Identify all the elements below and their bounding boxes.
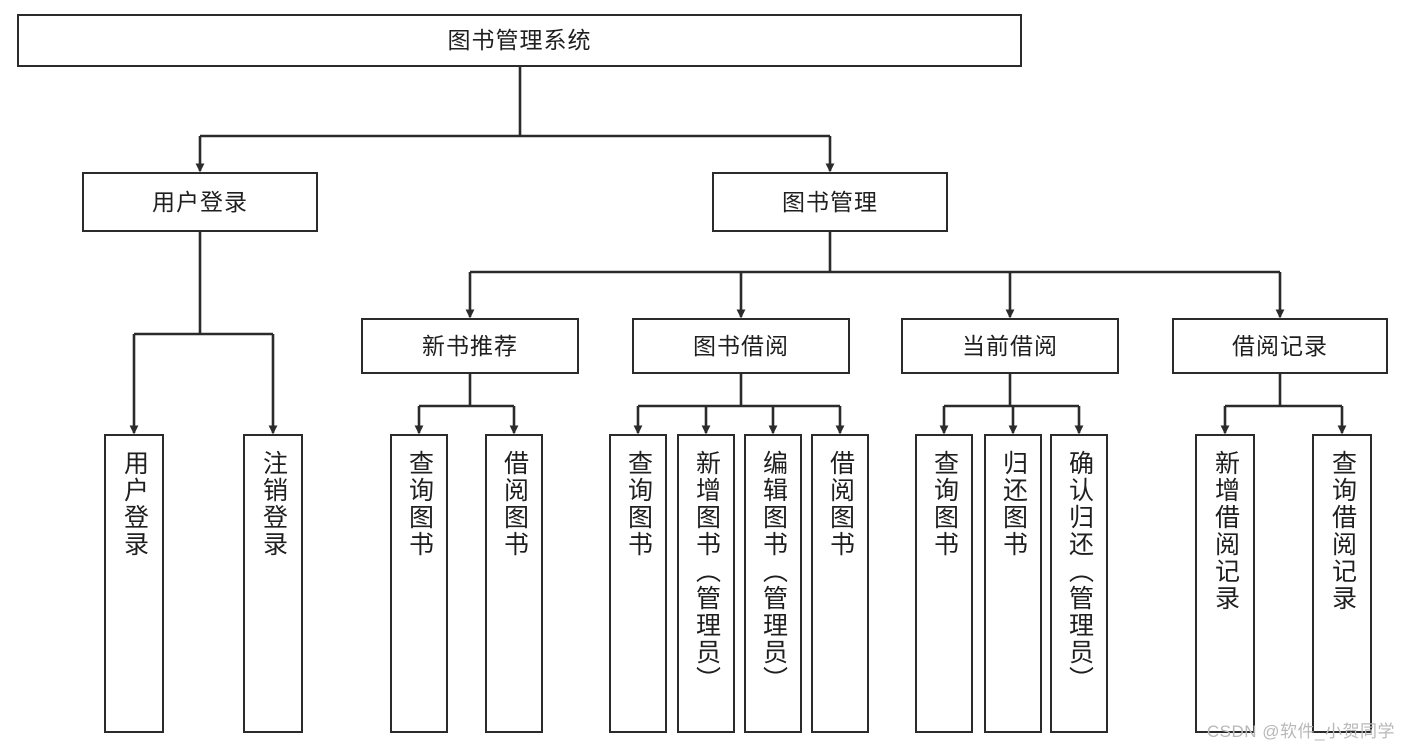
node-label: 注销登录 — [259, 450, 288, 558]
node-l3-cu-confirm[interactable]: 确认归还（管理员） — [1050, 434, 1108, 733]
node-l3-cu-return[interactable]: 归还图书 — [984, 434, 1042, 733]
node-l3-bo-borrow[interactable]: 借阅图书 — [811, 434, 869, 733]
node-l3-bo-query[interactable]: 查询图书 — [609, 434, 667, 733]
node-l3-bo-edit[interactable]: 编辑图书（管理员） — [744, 434, 802, 733]
node-l3-bo-add[interactable]: 新增图书（管理员） — [677, 434, 735, 733]
node-l1-login[interactable]: 用户登录 — [82, 172, 318, 232]
node-label: 图书借阅 — [693, 332, 789, 359]
node-l3-re-add[interactable]: 新增借阅记录 — [1195, 434, 1255, 733]
node-l2-current[interactable]: 当前借阅 — [901, 318, 1119, 374]
node-l3-re-query[interactable]: 查询借阅记录 — [1312, 434, 1372, 733]
node-label: 图书管理系统 — [447, 27, 592, 54]
node-label: 查询借阅记录 — [1328, 450, 1357, 612]
node-label: 查询图书 — [624, 450, 653, 558]
node-label: 查询图书 — [930, 450, 959, 558]
node-label: 编辑图书（管理员） — [759, 450, 788, 693]
node-label: 新增借阅记录 — [1211, 450, 1240, 612]
node-l3-user-logout[interactable]: 注销登录 — [243, 434, 303, 733]
node-label: 归还图书 — [999, 450, 1028, 558]
node-l3-nb-query[interactable]: 查询图书 — [390, 434, 448, 733]
node-root[interactable]: 图书管理系统 — [17, 14, 1022, 67]
node-label: 借阅图书 — [826, 450, 855, 558]
node-l2-newbook[interactable]: 新书推荐 — [361, 318, 579, 374]
node-label: 用户登录 — [120, 450, 149, 558]
node-label: 图书管理 — [782, 188, 878, 215]
node-l3-nb-borrow[interactable]: 借阅图书 — [485, 434, 543, 733]
node-label: 新书推荐 — [422, 332, 518, 359]
node-label: 查询图书 — [405, 450, 434, 558]
node-l3-user-login[interactable]: 用户登录 — [104, 434, 164, 733]
node-label: 新增图书（管理员） — [692, 450, 721, 693]
node-l2-record[interactable]: 借阅记录 — [1172, 318, 1388, 374]
node-label: 确认归还（管理员） — [1065, 450, 1094, 693]
node-label: 当前借阅 — [962, 332, 1058, 359]
node-label: 用户登录 — [152, 188, 248, 215]
node-l3-cu-query[interactable]: 查询图书 — [915, 434, 973, 733]
node-l2-borrow[interactable]: 图书借阅 — [632, 318, 850, 374]
node-l1-books[interactable]: 图书管理 — [712, 172, 948, 232]
node-label: 借阅记录 — [1232, 332, 1328, 359]
node-label: 借阅图书 — [500, 450, 529, 558]
